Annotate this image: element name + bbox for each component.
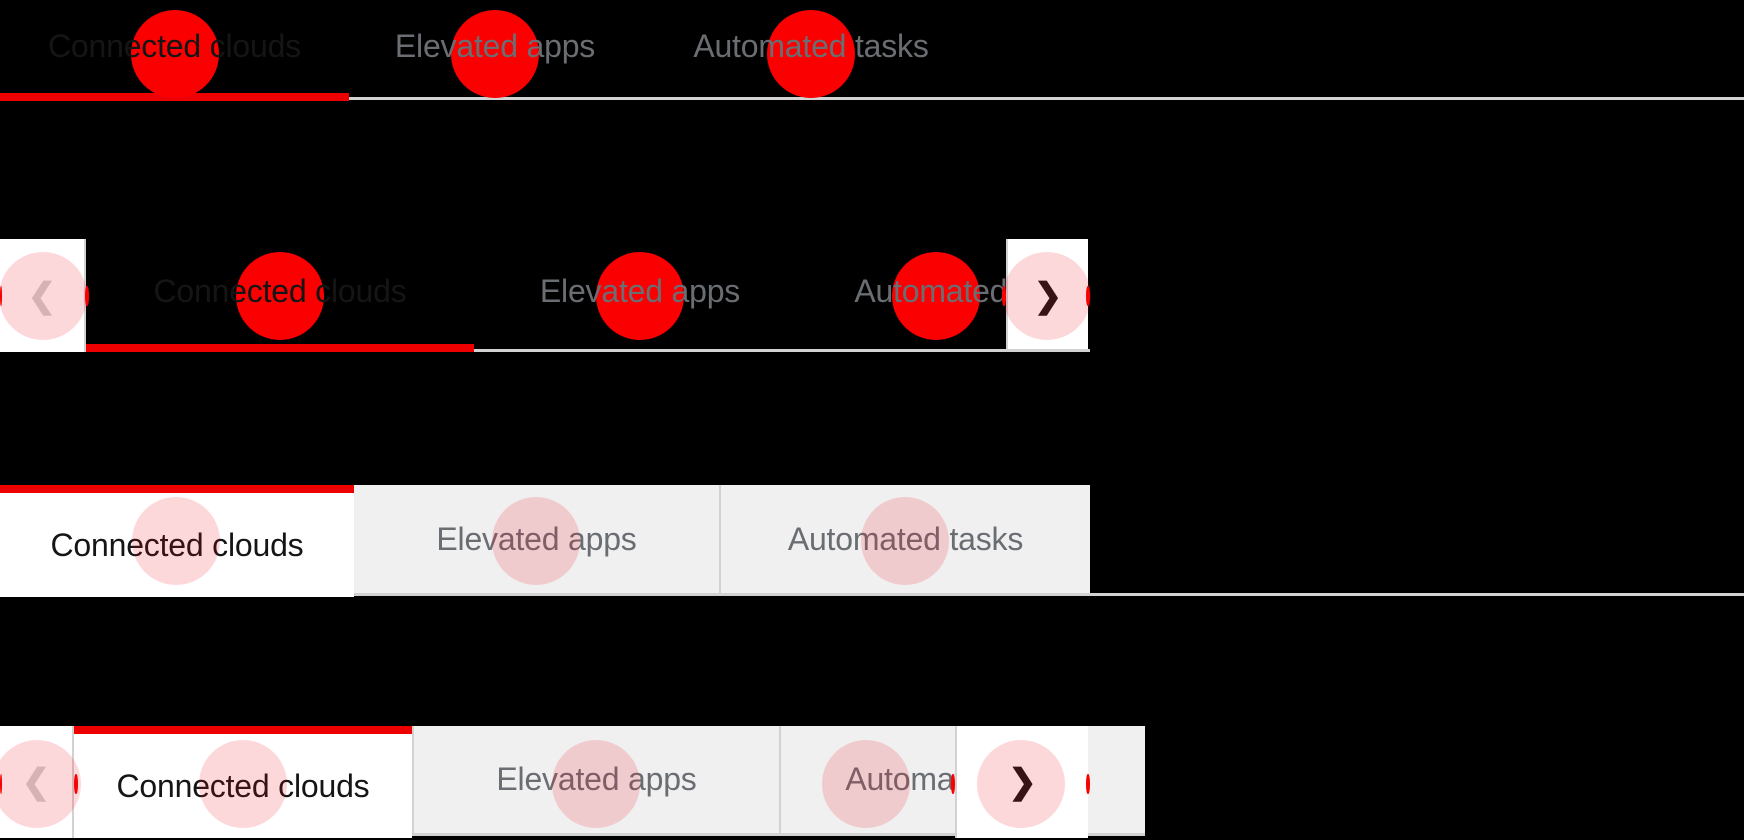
chevron-left-icon: ❮ [21,763,51,801]
tabs-bottom-border [0,593,1744,596]
scroll-right-button[interactable]: ❯ [1006,239,1088,352]
tab-label: Elevated apps [496,761,697,797]
tab-connected-clouds[interactable]: Connected clouds [74,726,412,838]
tab-label: Automated tasks [787,520,1024,557]
tab-label: Elevated apps [436,520,637,557]
box-tabs-row: Connected clouds Elevated apps Automated… [0,485,1744,598]
chevron-right-icon: ❯ [1033,276,1063,315]
active-tab-underline [86,344,474,352]
tab-label: Automated tasks [693,28,929,64]
scroll-left-button[interactable]: ❮ [0,239,86,352]
tab-label: Connected clouds [48,28,301,64]
box-tabs-scrollable-row: Connected clouds Elevated apps Automated… [0,726,1744,840]
tab-label: Connected clouds [50,526,304,563]
scroll-right-button[interactable]: ❯ [955,726,1088,838]
scroll-left-button[interactable]: ❮ [0,726,74,838]
tab-automated-tasks[interactable]: Automated tasks [641,0,981,93]
underline-tabs-scrollable-row: Connected clouds Elevated apps Automated… [0,239,1092,352]
tab-automated-tasks[interactable]: Automated tasks [721,485,1090,593]
tab-connected-clouds[interactable]: Connected clouds [0,485,354,597]
chevron-left-icon: ❮ [27,276,57,315]
tab-connected-clouds[interactable]: Connected clouds [86,239,474,344]
tab-label: Elevated apps [539,273,741,309]
active-tab-underline [0,93,349,101]
tab-elevated-apps[interactable]: Elevated apps [354,485,721,593]
tab-elevated-apps[interactable]: Elevated apps [474,239,806,344]
tabs-bottom-border [0,97,1744,100]
tab-label: Elevated apps [394,28,596,64]
tab-connected-clouds[interactable]: Connected clouds [0,0,349,93]
tab-elevated-apps[interactable]: Elevated apps [412,726,779,836]
tab-elevated-apps[interactable]: Elevated apps [349,0,641,93]
underline-tabs-row: Connected clouds Elevated apps Automated… [0,0,1744,101]
tab-label: Connected clouds [116,767,370,804]
tab-label: Connected clouds [153,273,407,309]
chevron-right-icon: ❯ [1008,763,1037,801]
tabs-bottom-border [474,349,1090,352]
